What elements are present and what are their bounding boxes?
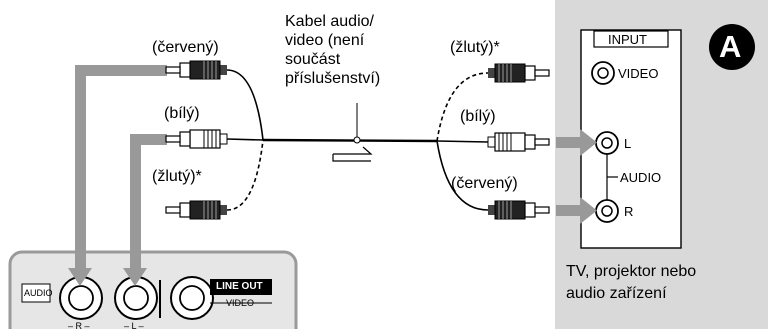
cable-label-line-1: Kabel audio/ <box>285 13 374 30</box>
tv-video-label: VIDEO <box>618 66 659 81</box>
left-label-white: (bílý) <box>164 105 200 122</box>
player-r-mark: – R – <box>68 321 90 331</box>
cable-label-line-4: příslušenství) <box>285 70 381 87</box>
cable-wires <box>226 69 489 211</box>
left-label-red: (červený) <box>152 39 219 56</box>
tv-input-title: INPUT <box>608 32 647 47</box>
left-plug-red <box>165 60 228 80</box>
cable-label-line-3: součást <box>285 51 341 68</box>
player-audio-label: AUDIO <box>24 288 53 298</box>
left-plug-white <box>165 129 228 149</box>
tv-r-label: R <box>624 204 634 219</box>
player-audio-r-jack <box>59 276 103 320</box>
player-audio-l-jack <box>114 276 158 320</box>
arrow-to-tv-l <box>556 129 597 156</box>
right-plug-white <box>487 132 550 152</box>
tv-video-jack <box>591 61 615 85</box>
player-video-jack <box>170 276 214 320</box>
signal-flow-arrow <box>332 146 373 162</box>
left-label-yellow: (žlutý)* <box>152 168 202 185</box>
tv-caption-line-1: TV, projektor nebo <box>566 263 697 280</box>
right-plug-red <box>487 200 550 220</box>
arrow-red-to-player-r <box>68 65 167 286</box>
tv-caption-line-2: audio zařízení <box>566 285 667 302</box>
player-l-mark: – L – <box>124 321 144 331</box>
right-label-red: (červený) <box>451 175 518 192</box>
player-line-out: LINE OUT <box>216 281 263 292</box>
right-label-white: (bílý) <box>460 108 496 125</box>
tv-l-label: L <box>624 136 632 151</box>
right-plug-yellow <box>487 63 550 83</box>
tv-audio-l-jack <box>595 131 619 155</box>
tv-audio-r-jack <box>595 199 619 223</box>
player-video-label: VIDEO <box>226 298 255 308</box>
left-plug-yellow <box>165 200 228 220</box>
badge-a-letter: A <box>719 29 742 64</box>
arrow-white-to-player-l <box>123 134 167 286</box>
right-label-yellow: (žlutý)* <box>450 39 500 56</box>
arrow-to-tv-r <box>556 197 597 224</box>
cable-label-line-2: video (není <box>285 32 365 49</box>
tv-audio-label: AUDIO <box>620 170 662 185</box>
badge-a <box>709 24 755 70</box>
